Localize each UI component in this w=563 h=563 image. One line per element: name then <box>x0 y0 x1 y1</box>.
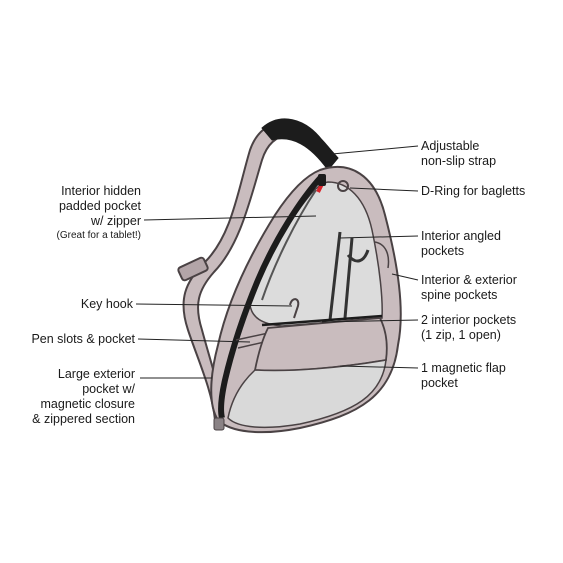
label-line: Key hook <box>80 297 133 311</box>
label-spine-pockets: Interior & exterior spine pockets <box>421 273 517 303</box>
angled-pocket-loop <box>346 249 370 263</box>
label-line: Pen slots & pocket <box>31 332 135 346</box>
d-ring <box>337 180 349 192</box>
leader-spine <box>391 273 419 281</box>
label-line: 1 magnetic flap <box>421 361 506 375</box>
label-line: Interior angled <box>421 229 501 243</box>
label-line: 2 interior pockets <box>421 313 517 327</box>
label-line: padded pocket <box>58 199 141 213</box>
label-line: Interior & exterior <box>421 273 517 287</box>
label-line: (1 zip, 1 open) <box>421 328 501 342</box>
label-line: w/ zipper <box>90 214 141 228</box>
leader-strap <box>331 145 419 155</box>
label-line: pocket <box>421 376 458 390</box>
leader-lines <box>135 145 419 379</box>
label-line: Interior hidden <box>61 184 141 198</box>
label-line: spine pockets <box>421 288 498 302</box>
label-two-interior: 2 interior pockets (1 zip, 1 open) <box>421 313 516 343</box>
label-line: D-Ring for bagletts <box>421 184 526 198</box>
label-line: magnetic closure <box>40 397 136 411</box>
zipper-pull <box>318 174 326 186</box>
label-key-hook: Key hook <box>81 297 133 312</box>
interior-zip-pocket <box>261 314 383 327</box>
label-line: Large exterior <box>57 367 135 381</box>
leader-d-ring <box>349 187 419 192</box>
spine-pocket-edge <box>374 241 390 269</box>
leader-pen <box>137 338 251 343</box>
label-exterior-pocket: Large exterior pocket w/ magnetic closur… <box>32 367 135 427</box>
angled-pocket-divider <box>328 231 354 321</box>
strap-buckle <box>177 256 209 282</box>
label-pen-slots: Pen slots & pocket <box>31 332 135 347</box>
leader-magnetic-flap <box>339 365 419 369</box>
label-line: non-slip strap <box>421 154 497 168</box>
label-interior-angled: Interior angled pockets <box>421 229 501 259</box>
label-note: (Great for a tablet!) <box>56 230 141 241</box>
leader-key-hook <box>135 303 293 307</box>
leader-angled <box>339 235 419 239</box>
leader-hidden <box>143 215 317 221</box>
exterior-pocket-panel <box>227 359 387 429</box>
leader-two-interior <box>321 319 419 323</box>
bottom-zipper-pull <box>213 417 225 431</box>
label-magnetic-flap: 1 magnetic flap pocket <box>421 361 506 391</box>
label-line: pocket w/ <box>82 382 135 396</box>
label-d-ring: D-Ring for bagletts <box>421 184 525 199</box>
zipper-track <box>218 173 325 419</box>
adjustable-strap <box>261 118 339 171</box>
label-hidden-pocket: Interior hidden padded pocket w/ zipper … <box>57 184 141 242</box>
label-line: pockets <box>421 244 465 258</box>
label-line: Adjustable <box>421 139 480 153</box>
inner-zipper-track <box>261 189 317 301</box>
key-hook <box>289 298 300 319</box>
label-line: & zippered section <box>32 412 135 426</box>
label-adjustable-strap: Adjustable non-slip strap <box>421 139 496 169</box>
